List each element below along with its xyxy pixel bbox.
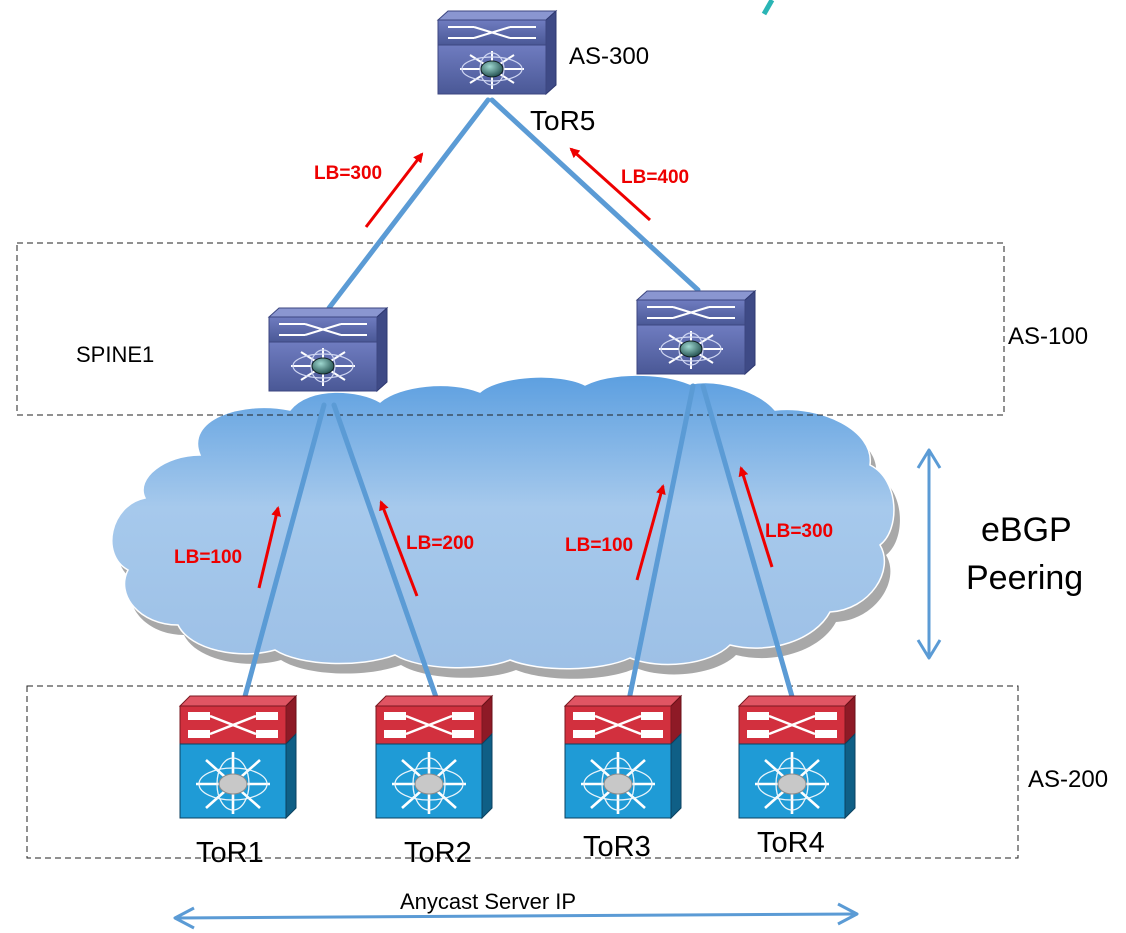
switch-spine2 bbox=[636, 290, 756, 375]
lb-label-tor4: LB=300 bbox=[765, 521, 833, 542]
lb-arrow-tor1 bbox=[257, 506, 282, 589]
ebgp-cloud bbox=[111, 374, 900, 679]
tor2-label: ToR2 bbox=[404, 837, 472, 869]
as-200-label: AS-200 bbox=[1028, 766, 1108, 793]
lb-label-tor1: LB=100 bbox=[174, 547, 242, 568]
switch-tor4 bbox=[737, 694, 857, 820]
teal-stroke bbox=[761, 0, 775, 16]
switch-tor5 bbox=[437, 10, 557, 95]
switch-tor3 bbox=[563, 694, 683, 820]
spine-zone-box bbox=[16, 242, 1005, 416]
lb-arrow-tor2 bbox=[379, 500, 419, 597]
lb-arrow-tor3 bbox=[635, 484, 666, 581]
as-300-label: AS-300 bbox=[569, 43, 649, 70]
lb-arrow-spine1-tor5 bbox=[364, 152, 424, 228]
link-tor5-spine2 bbox=[489, 97, 701, 293]
tor1-label: ToR1 bbox=[196, 837, 264, 869]
anycast-double-arrow bbox=[173, 902, 859, 930]
tor3-label: ToR3 bbox=[583, 831, 651, 863]
switch-tor2 bbox=[374, 694, 494, 820]
link-tor5-spine1 bbox=[326, 97, 491, 311]
link-spine2-tor3 bbox=[626, 383, 696, 703]
lb-arrow-tor4 bbox=[738, 466, 774, 568]
lb-arrow-spine2-tor5 bbox=[569, 147, 652, 222]
ebgp-label: eBGP bbox=[981, 511, 1072, 549]
lb-label-tor3: LB=100 bbox=[565, 535, 633, 556]
switch-tor1 bbox=[178, 694, 298, 820]
link-spine1-tor2 bbox=[331, 402, 440, 703]
as-100-label: AS-100 bbox=[1008, 323, 1088, 350]
spine1-label: SPINE1 bbox=[76, 342, 154, 367]
lb-label-tor2: LB=200 bbox=[406, 533, 474, 554]
peering-double-arrow bbox=[916, 448, 942, 660]
leaf-zone-box bbox=[26, 685, 1019, 859]
link-spine1-tor1 bbox=[241, 402, 327, 703]
switch-spine1 bbox=[268, 307, 388, 392]
peering-label: Peering bbox=[966, 559, 1083, 597]
anycast-label: Anycast Server IP bbox=[400, 889, 576, 914]
tor5-label: ToR5 bbox=[530, 105, 595, 136]
link-spine2-tor4 bbox=[700, 383, 796, 703]
lb-label-spine2-tor5: LB=400 bbox=[621, 167, 689, 188]
lb-label-spine1-tor5: LB=300 bbox=[314, 163, 382, 184]
tor4-label: ToR4 bbox=[757, 827, 825, 859]
